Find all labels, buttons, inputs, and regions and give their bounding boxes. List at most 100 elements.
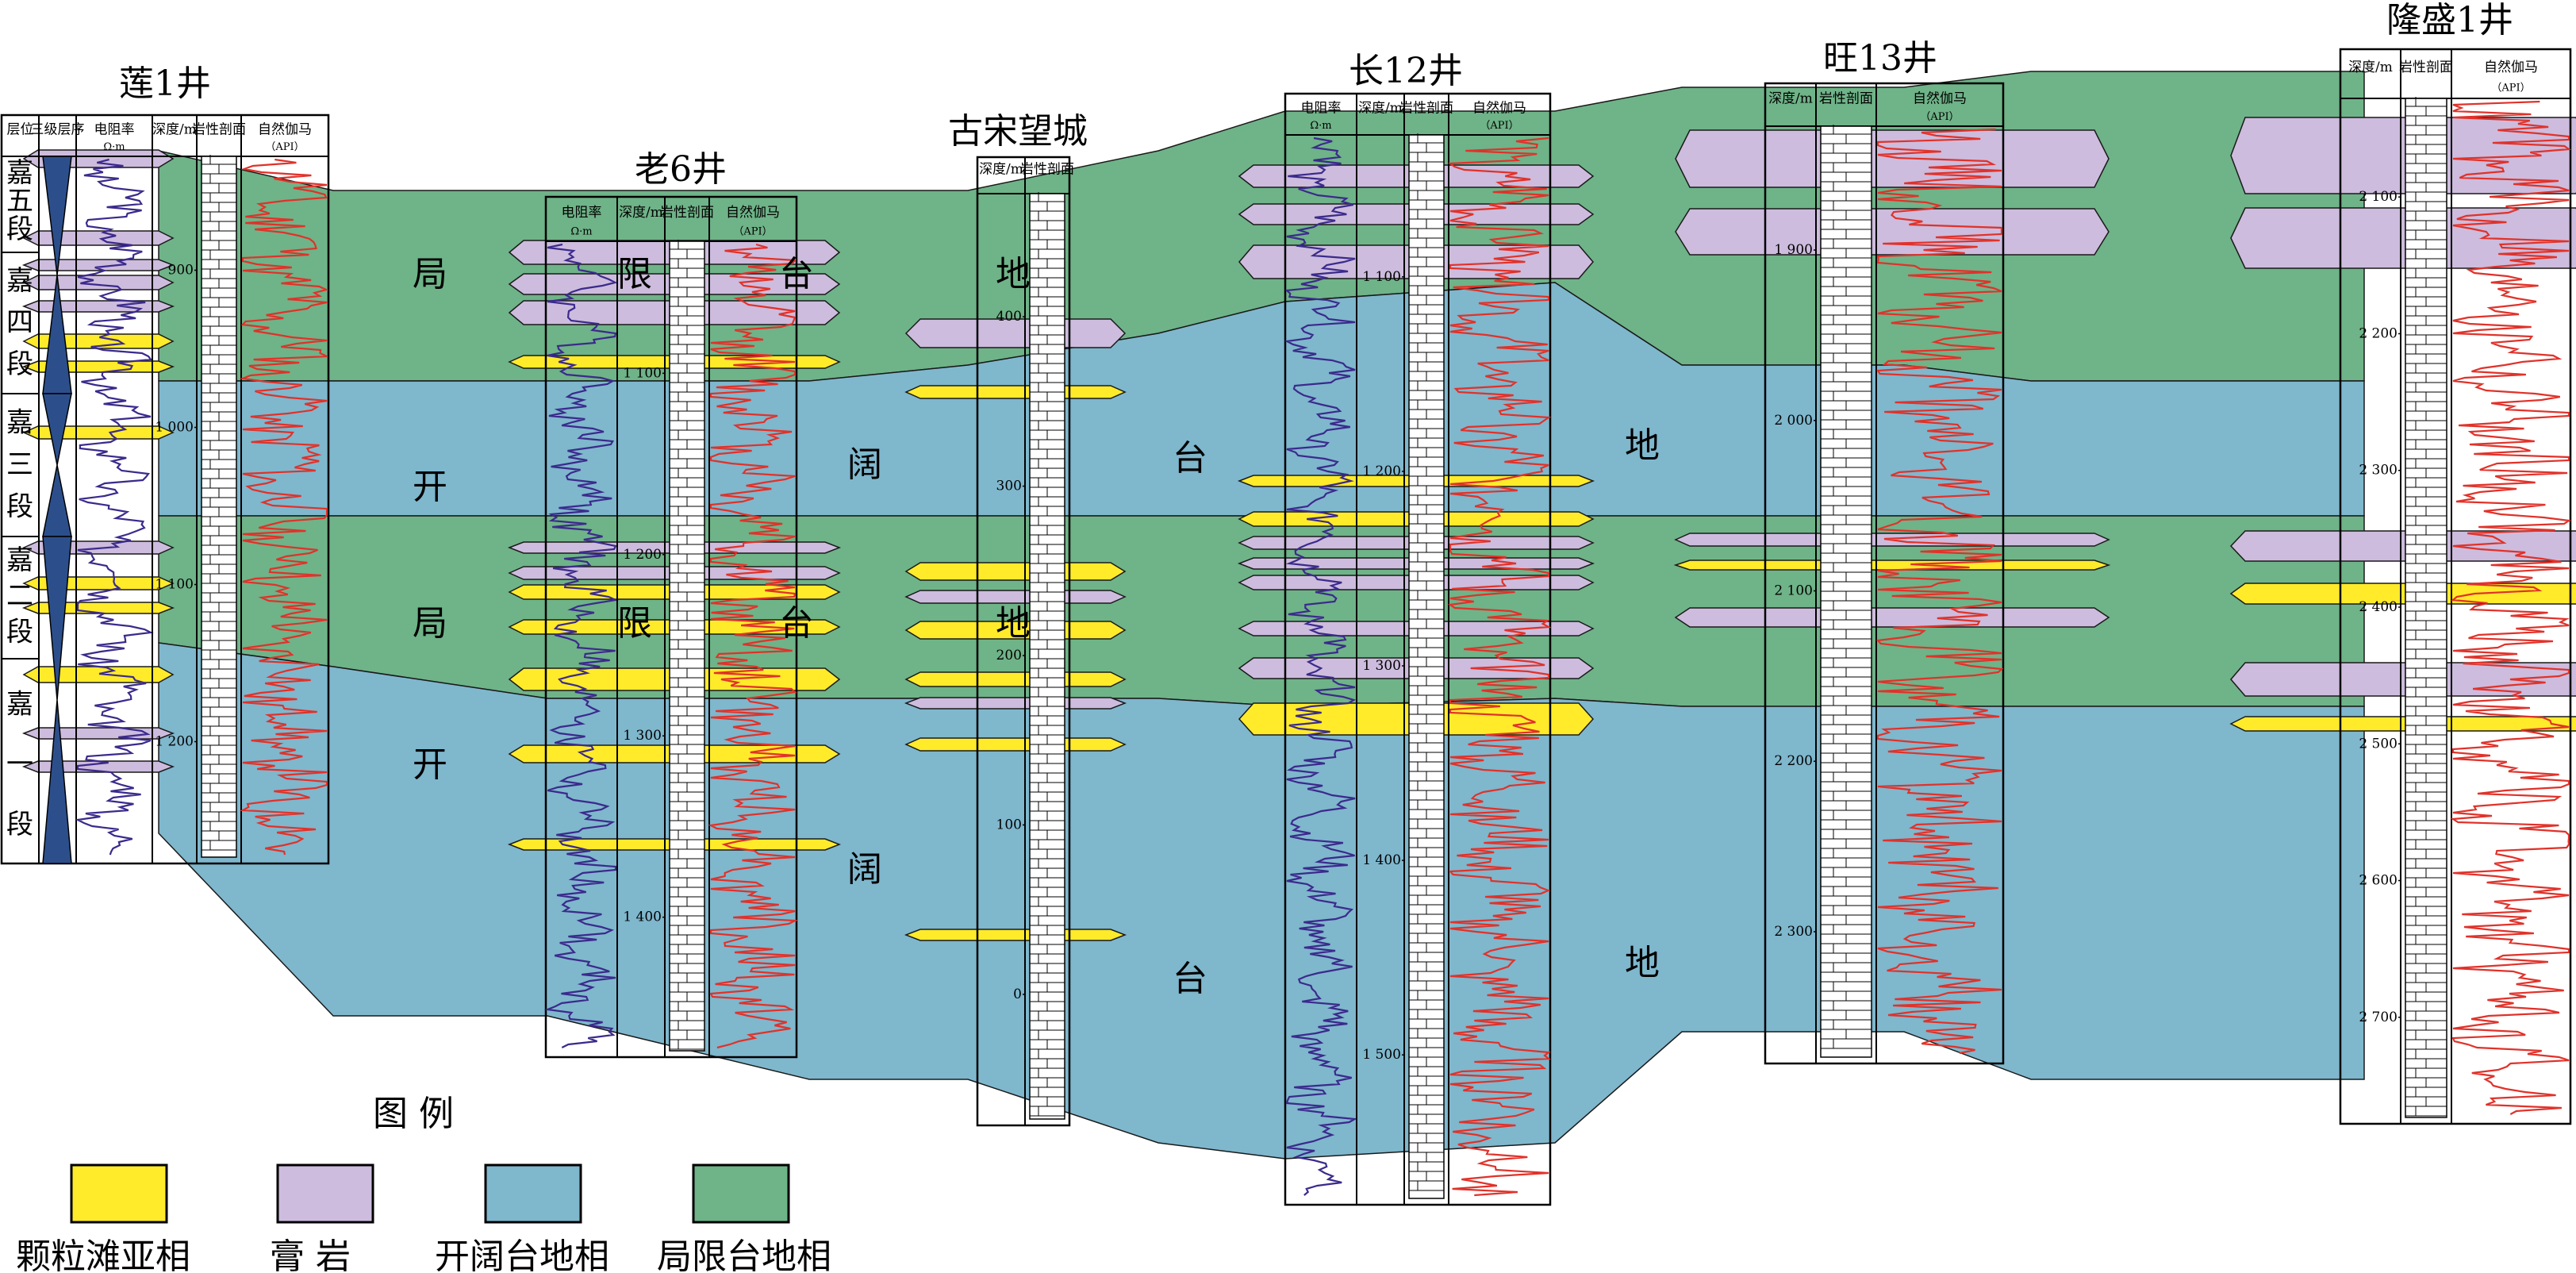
facies-char: 限 [617,603,652,644]
column-unit: （API） [1920,111,1959,123]
stage-label: 四 [6,306,33,338]
legend-label: 局限台地相 [657,1236,831,1273]
facies-char: 开 [413,744,447,785]
stage-label: 一 [6,748,33,780]
depth-tick: 1 200 [155,734,194,750]
lens-longsheng [2229,530,2576,562]
depth-tick: 1 200 [623,547,662,563]
stage-label: 嘉 [6,407,33,439]
lens-gusong [904,929,1127,941]
well-title: 长12井 [1349,51,1463,91]
facies-char: 地 [996,603,1031,644]
column-header: 深度/m [2348,60,2393,75]
well-title: 莲1井 [119,63,211,104]
column-header: 电阻率 [562,205,602,221]
depth-tick: 2 000 [1774,413,1813,429]
column-header: 深度/m [1358,100,1403,116]
depth-tick: 1 900 [1774,242,1813,258]
legend-title: 图 例 [373,1094,454,1134]
well-title: 旺13井 [1823,38,1937,79]
lens-lian1 [21,300,175,313]
column-header: 自然伽马 [258,121,312,137]
lens-gusong [904,697,1127,710]
column-unit: （API） [2491,83,2530,94]
depth-tick: 1 300 [623,728,662,744]
lens-gusong [904,385,1127,399]
facies-char: 地 [1625,943,1660,983]
lithology-column [1408,133,1445,1199]
depth-tick: 2 300 [1774,924,1813,940]
facies-char: 局 [413,603,447,644]
sequence-triangle [42,536,72,864]
stage-label: 段 [6,348,33,380]
legend-label: 膏 岩 [270,1236,351,1273]
depth-tick: 1 500 [1362,1047,1401,1063]
depth-tick: 2 400 [2359,599,2397,615]
column-unit: （API） [1480,120,1518,132]
legend: 图 例 颗粒滩亚相 膏 岩 开阔台地相 局限台地相 [16,1094,831,1273]
depth-tick: 1 000 [155,420,194,436]
lens-wang13 [1675,129,2110,188]
stage-label: 嘉 [6,157,33,189]
depth-tick: 0 [1013,986,1022,1002]
lens-gusong [904,562,1127,581]
depth-tick: 1 400 [1362,852,1401,868]
column-header: 自然伽马 [2484,60,2538,75]
column-unit: Ω·m [570,226,592,238]
sequence-triangle [42,393,72,537]
legend-label: 颗粒滩亚相 [16,1236,190,1273]
depth-tick: 1 100 [155,577,194,593]
column-header: 深度/m [619,205,663,221]
lithology-column [2405,97,2447,1118]
well-columns: 莲1井层位三级层序电阻率Ω·m深度/m9001 0001 1001 200岩性剖… [0,0,2572,1206]
depth-tick: 2 100 [2359,189,2397,205]
depth-tick: 2 100 [1774,583,1813,599]
facies-char: 阔 [847,444,882,485]
column-header: 自然伽马 [726,205,780,221]
column-header: 岩性剖面 [1020,162,1074,178]
legend-swatch-gypsum [276,1163,374,1224]
column-header: 电阻率 [94,121,135,137]
lithology-column [1029,192,1065,1120]
lens-wang13 [1674,607,2110,628]
gamma-curve [1447,137,1552,1197]
column-header: 自然伽马 [1913,90,1967,106]
depth-tick: 1 100 [1362,269,1401,285]
lens-longsheng [2229,583,2576,605]
lens-wang13 [1675,208,2110,256]
column-unit: （API） [733,226,772,238]
lens-gusong [904,737,1127,752]
legend-swatch-open [484,1163,582,1224]
stage-label: 段 [6,616,33,648]
well-frame [0,113,330,865]
well-title: 隆盛1井 [2386,0,2513,40]
well-frame [2339,48,2572,1125]
stage-label: 二 [6,580,33,612]
lithology-frame [669,240,705,1052]
lens-lian1 [22,230,175,246]
facies-char: 台 [779,603,814,644]
depth-tick: 900 [168,263,194,279]
column-header: 岩性剖面 [192,121,246,137]
depth-tick: 300 [996,479,1022,494]
column-header: 深度/m [1768,90,1813,106]
depth-tick: 200 [996,648,1022,663]
lens-lian1 [22,666,175,683]
legend-swatch-restricted [692,1163,790,1224]
lens-wang13 [1673,560,2111,571]
lens-lian1 [22,275,175,290]
lens-longsheng [2230,117,2576,194]
facies-char: 台 [779,254,814,294]
stage-label: 段 [6,213,33,245]
column-header: 电阻率 [1301,100,1342,116]
stage-label: 嘉 [6,265,33,297]
depth-tick: 1 300 [1362,658,1401,674]
gamma-curve [239,158,329,856]
column-unit: Ω·m [103,141,125,153]
lithology-column [669,240,705,1052]
column-header: 岩性剖面 [1399,100,1453,116]
facies-labels: 局 限 台 地 开 阔 台 地 局 限 台 地 开 阔 台 地 [413,254,1660,999]
stage-label: 段 [6,809,33,840]
resistivity-curve [1284,137,1358,1196]
